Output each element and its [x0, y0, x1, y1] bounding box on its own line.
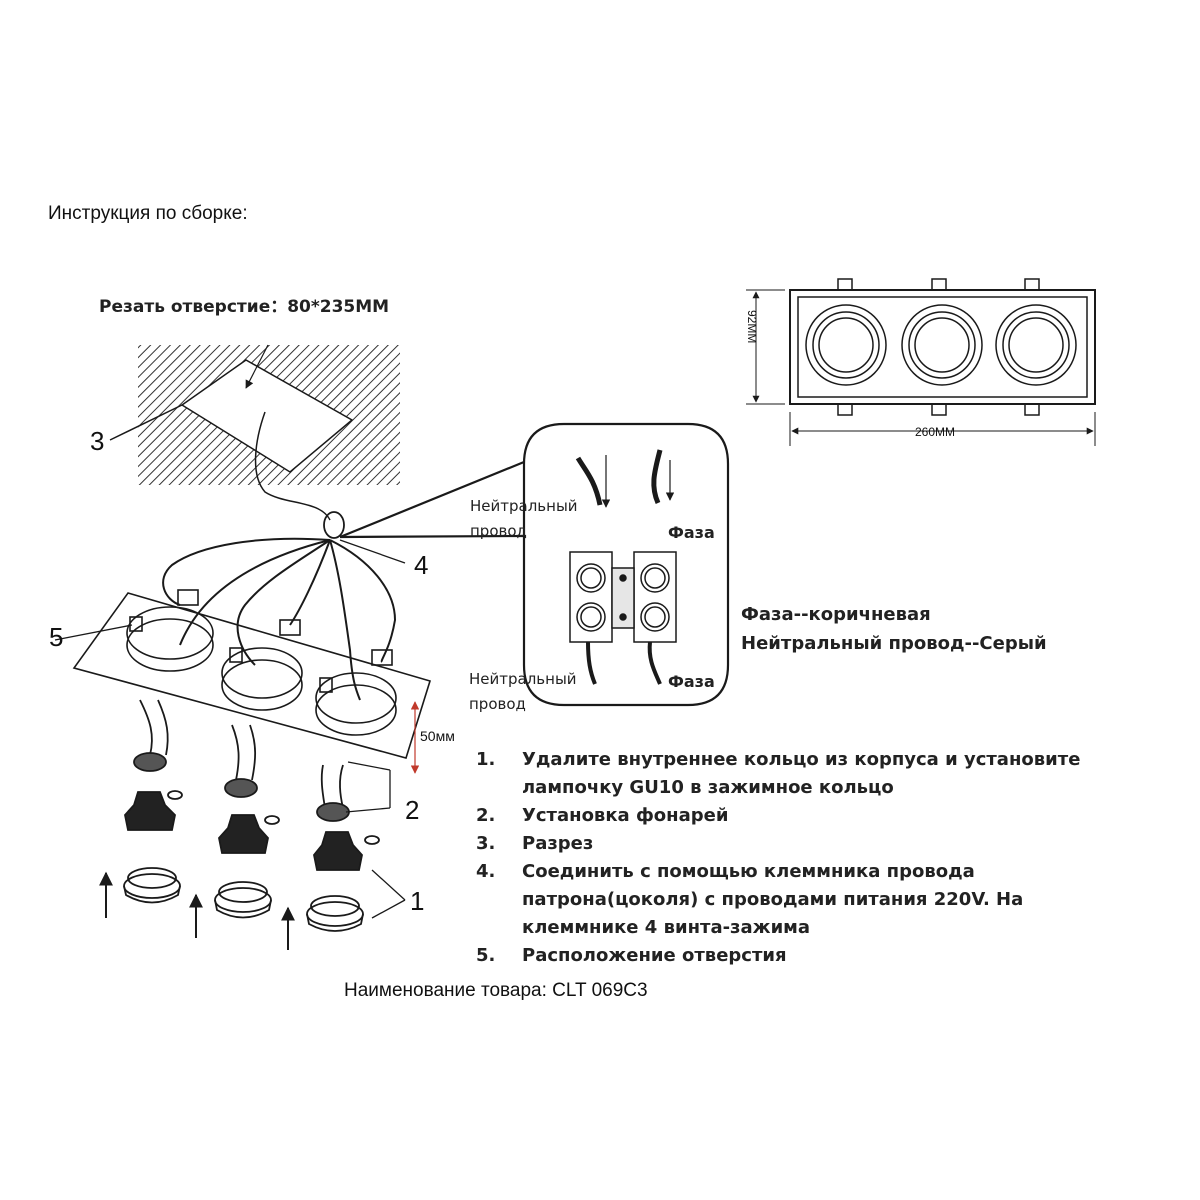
callout-1-leader — [371, 869, 406, 901]
top-view-drawing — [746, 278, 1096, 446]
socket-ring-2 — [221, 619, 303, 711]
gu10-bulb-icon — [313, 831, 380, 871]
callout-5-leader — [54, 624, 133, 641]
width-dimension-label: 260MM — [915, 425, 956, 439]
callout-4-leader — [339, 539, 406, 564]
gu10-bulb-icon — [124, 790, 183, 831]
height-dimension-label: 92MM — [745, 310, 759, 344]
callout-2: 2 — [405, 795, 420, 825]
callout-5: 5 — [49, 622, 64, 652]
phase-wire-label-bottom: Фаза — [668, 672, 715, 691]
cutout-arrow — [245, 344, 269, 389]
retaining-ring-icon — [306, 895, 364, 932]
lamp-parts — [99, 699, 420, 950]
wire-end-phase-top — [651, 449, 675, 505]
neutral-wire-label-bottom: Нейтральный провод — [469, 670, 577, 713]
step-text: Удалите внутреннее кольцо из корпуса и у… — [522, 749, 1081, 798]
callout-3: 3 — [90, 426, 105, 456]
retaining-ring-icon — [123, 867, 181, 904]
legend-phase: Фаза--коричневая — [741, 604, 931, 625]
step-2: 2. Установка фонарей — [476, 802, 1102, 830]
step-number: 2. — [476, 805, 496, 826]
wire-bundle — [162, 460, 525, 701]
connector-clamp — [323, 511, 345, 539]
callout-3-leader — [109, 404, 183, 441]
step-text: Соединить с помощью клеммника провода па… — [522, 861, 1024, 938]
step-4: 4. Соединить с помощью клеммника провода… — [476, 858, 1102, 942]
step-1: 1. Удалите внутреннее кольцо из корпуса … — [476, 746, 1102, 802]
step-text: Расположение отверстия — [522, 945, 787, 966]
fixture-frame — [54, 589, 432, 759]
step-number: 4. — [476, 861, 496, 882]
cutout-label: Резать отверстие：80*235MM — [99, 297, 390, 317]
step-text: Установка фонарей — [522, 805, 729, 826]
wiring-inset — [522, 422, 730, 707]
step-number: 1. — [476, 749, 496, 770]
step-3: 3. Разрез — [476, 830, 1102, 858]
wire-end-neutral-top — [575, 455, 611, 508]
legend-neutral: Нейтральный провод--Серый — [741, 633, 1047, 654]
step-text: Разрез — [522, 833, 594, 854]
cutout-opening — [180, 359, 354, 473]
step-number: 5. — [476, 945, 496, 966]
callout-1: 1 — [410, 886, 425, 916]
terminal-block-icon — [569, 551, 677, 643]
step-5: 5. Расположение отверстия — [476, 942, 1102, 970]
depth-dimension-label: 50мм — [420, 728, 455, 744]
product-name: Наименование товара: CLT 069C3 — [344, 980, 648, 1001]
ceiling-hatch — [109, 344, 400, 521]
step-number: 3. — [476, 833, 496, 854]
socket-ring-1 — [126, 589, 214, 672]
assembly-steps: 1. Удалите внутреннее кольцо из корпуса … — [476, 746, 1102, 970]
socket-ring-3 — [315, 649, 397, 736]
phase-wire-label-top: Фаза — [668, 523, 715, 542]
page-title: Инструкция по сборке: — [48, 203, 248, 224]
callout-4: 4 — [414, 550, 429, 580]
neutral-wire-label-top: Нейтральный провод — [470, 497, 578, 540]
gu10-bulb-icon — [218, 814, 280, 854]
retaining-ring-icon — [214, 881, 272, 919]
